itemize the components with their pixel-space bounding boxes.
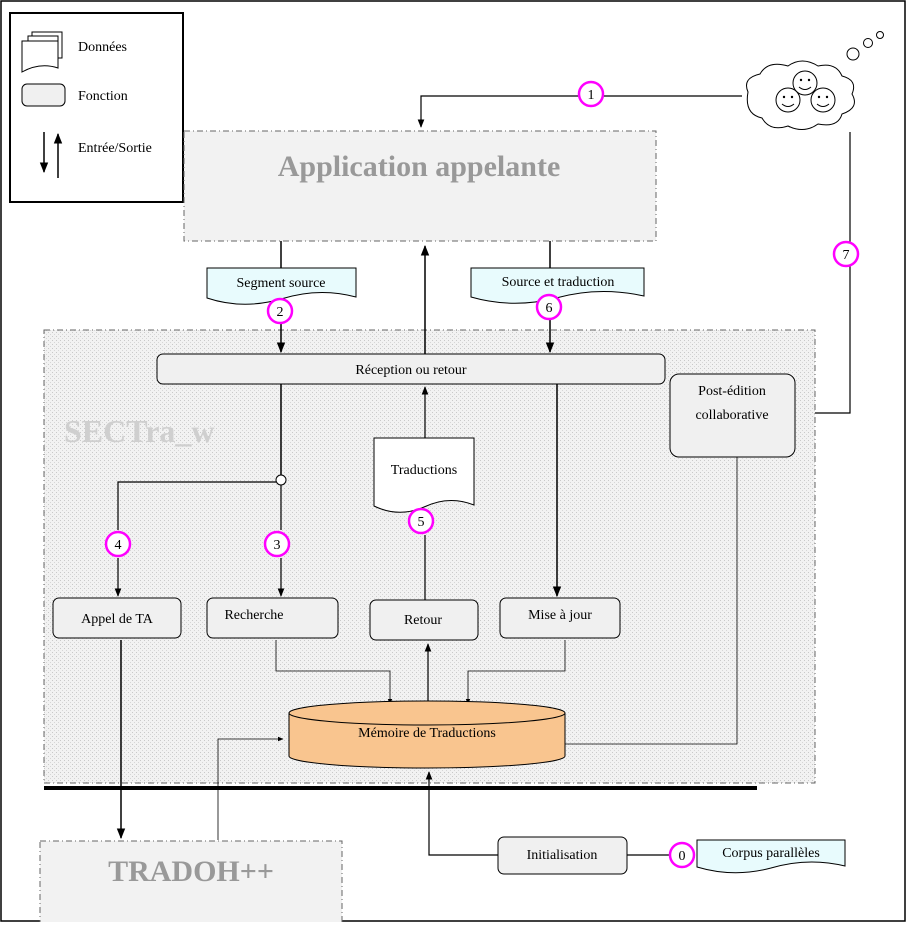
legend-box xyxy=(9,12,184,203)
return-function xyxy=(369,599,479,641)
return-label: Retour xyxy=(404,613,442,628)
svg-text:0: 0 xyxy=(679,849,686,864)
mt-call-label: Appel de TA xyxy=(81,612,154,627)
post-edition-to-memory-arrow xyxy=(556,457,738,747)
post-edition-label-line1: Post-édition xyxy=(698,384,766,399)
svg-text:7: 7 xyxy=(843,248,850,263)
reception-function xyxy=(156,353,666,385)
source-translation-label: Source et traduction xyxy=(502,275,615,290)
junction-node xyxy=(275,474,287,486)
translations-document xyxy=(373,437,475,513)
mt-call-function xyxy=(52,597,182,639)
translation-memory-database xyxy=(288,700,566,769)
svg-text:4: 4 xyxy=(115,538,122,553)
calling-application-box xyxy=(183,130,657,242)
data-symbol-icon xyxy=(21,31,63,73)
step-marker-2: 2 xyxy=(266,297,294,325)
translation-memory-label: Mémoire de Traductions xyxy=(358,726,496,741)
svg-text:3: 3 xyxy=(274,538,281,553)
legend: Données Fonction Entrée/Sortie xyxy=(9,12,184,203)
translations-label: Traductions xyxy=(391,463,457,478)
svg-text:6: 6 xyxy=(546,301,553,316)
legend-data-label: Données xyxy=(78,40,127,55)
post-edition-label-line2: collaborative xyxy=(695,408,768,423)
tradoh-to-memory-arrow xyxy=(217,736,284,840)
update-function xyxy=(499,597,621,639)
parallel-corpus-label: Corpus parallèles xyxy=(722,846,820,861)
legend-io-label: Entrée/Sortie xyxy=(78,141,152,156)
initialisation-label: Initialisation xyxy=(527,848,598,863)
users-cloud-icon xyxy=(746,31,884,130)
tradoh-title: TRADOH++ xyxy=(108,855,274,888)
step-marker-3: 3 xyxy=(263,530,291,558)
svg-text:2: 2 xyxy=(277,305,284,320)
search-to-memory-arrow xyxy=(275,640,393,705)
legend-function-label: Fonction xyxy=(78,89,128,104)
step-marker-7: 7 xyxy=(832,240,860,268)
parallel-corpus-document xyxy=(696,839,846,874)
search-label: Recherche xyxy=(224,608,283,623)
junction-to-mt-line xyxy=(117,481,276,530)
svg-text:1: 1 xyxy=(588,88,595,103)
initialisation-to-memory-arrow xyxy=(425,771,498,856)
reception-label: Réception ou retour xyxy=(355,363,467,378)
step-marker-1: 1 xyxy=(577,80,605,108)
tradoh-box xyxy=(39,840,343,927)
sectra-title: SECTra_w xyxy=(64,413,215,449)
step-marker-4: 4 xyxy=(104,530,132,558)
calling-application-title: Application appelante xyxy=(278,150,561,183)
svg-text:5: 5 xyxy=(418,515,425,530)
flow-arrow-1 xyxy=(417,95,742,128)
update-to-memory-arrow xyxy=(465,640,566,705)
step-marker-6: 6 xyxy=(535,293,563,321)
post-edition-function xyxy=(669,373,796,458)
search-function xyxy=(206,597,339,639)
step-marker-0: 0 xyxy=(668,841,696,869)
step-marker-5: 5 xyxy=(407,507,435,535)
segment-source-label: Segment source xyxy=(236,276,325,291)
update-label: Mise à jour xyxy=(528,608,592,623)
function-symbol-icon xyxy=(21,83,66,107)
